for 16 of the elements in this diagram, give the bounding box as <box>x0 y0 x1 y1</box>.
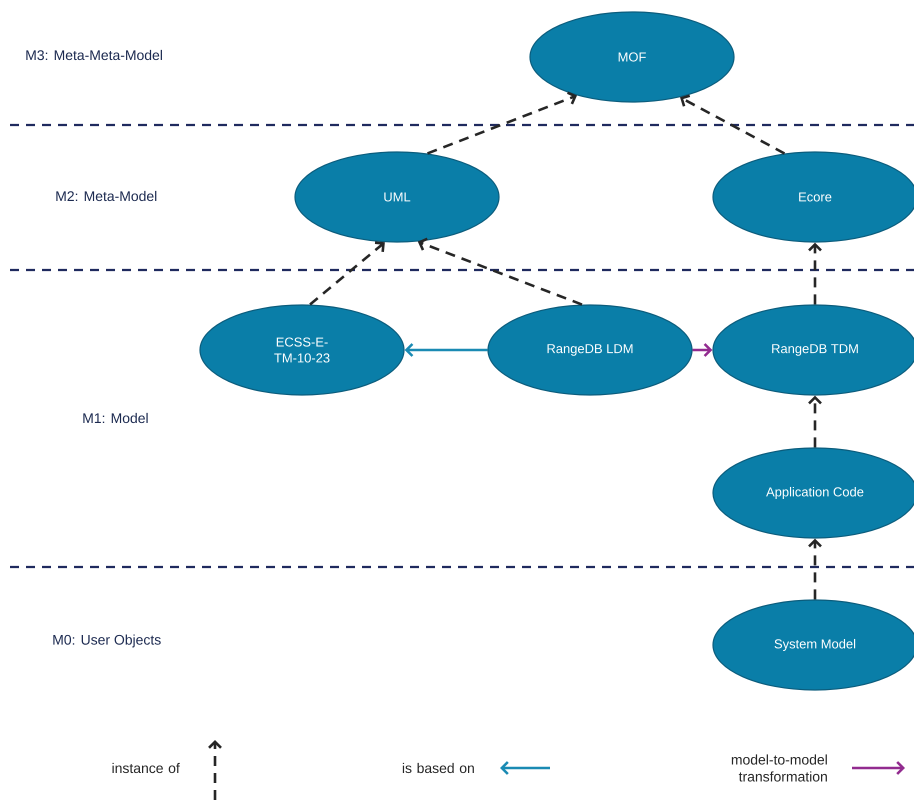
arrow <box>680 94 786 155</box>
arrow <box>808 396 822 448</box>
arrow <box>309 241 385 306</box>
layer-label: M3: Meta-Meta-Model <box>26 50 162 60</box>
arrow <box>404 343 488 357</box>
layer-label: M0: User Objects <box>53 634 161 648</box>
arrow <box>808 242 822 304</box>
layer-label: M1: Model <box>83 412 148 424</box>
arrow <box>427 92 578 155</box>
arrow <box>808 538 822 600</box>
arrow <box>692 343 712 357</box>
layer-label: M2: Meta-Model <box>56 190 156 202</box>
legend-label: instance of <box>112 762 180 774</box>
legend-label: model-to-model transformation <box>732 754 827 782</box>
legend-label: is based on <box>402 762 474 774</box>
arrow <box>418 238 582 306</box>
